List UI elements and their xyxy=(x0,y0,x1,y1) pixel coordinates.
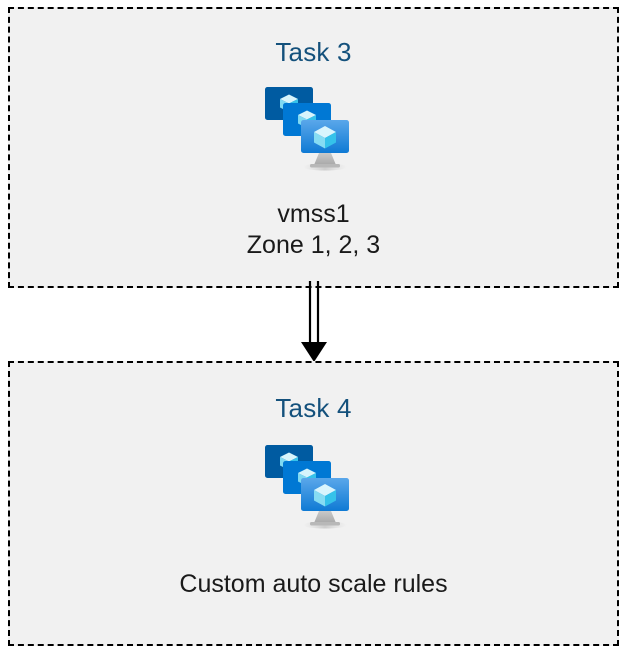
azure-vm-scale-set-icon xyxy=(264,445,349,529)
task-4-caption: Custom auto scale rules xyxy=(179,570,448,598)
task-4-icon-wrap xyxy=(259,439,369,539)
monitor-stand-base xyxy=(309,164,340,168)
cube-front xyxy=(313,126,336,149)
monitor-stand xyxy=(313,511,336,523)
task-3-caption: vmss1 Zone 1, 2, 3 xyxy=(246,200,381,260)
task-3-title: Task 3 xyxy=(275,37,352,67)
cube-front xyxy=(313,484,336,507)
arrowhead-icon xyxy=(301,342,327,362)
task-node-task-4[interactable]: Task 4 xyxy=(8,361,619,646)
connector-task3-to-task4 xyxy=(301,281,327,362)
monitor-stand xyxy=(313,153,336,165)
task-4-title: Task 4 xyxy=(275,393,352,423)
task-node-task-3[interactable]: Task 3 xyxy=(8,7,619,288)
azure-vm-scale-set-icon xyxy=(264,87,349,171)
task-3-icon-wrap xyxy=(259,81,369,181)
monitor-stand-base xyxy=(309,522,340,526)
